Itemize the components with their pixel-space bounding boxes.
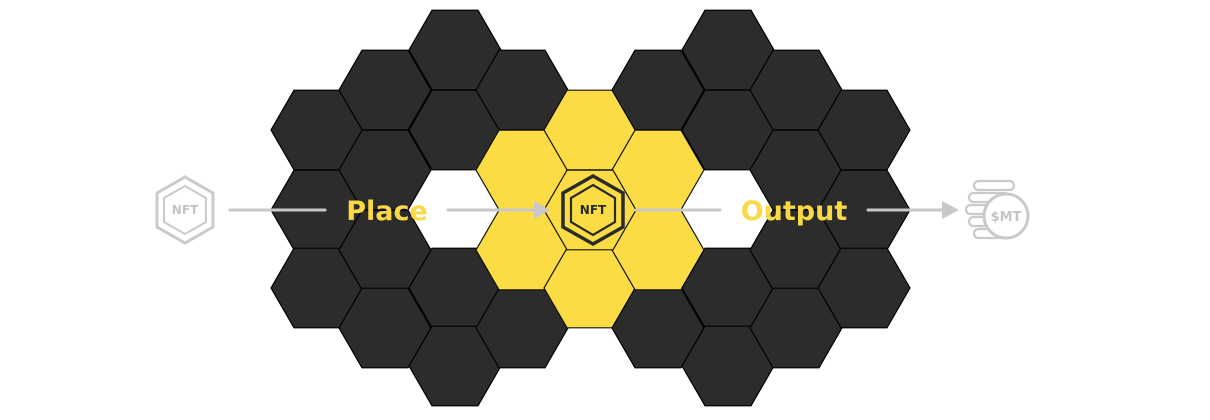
input-nft-icon: NFT — [155, 175, 215, 245]
hex-cluster — [270, 9, 911, 407]
coin-circle — [982, 192, 1030, 240]
input-nft-badge-inner — [163, 184, 207, 236]
flow-arrows — [228, 201, 959, 219]
dark-hex-cell-31 — [817, 247, 911, 329]
output-label: Output — [741, 196, 848, 227]
center-nft-badge-inner — [569, 183, 617, 237]
coin-text: $MT — [991, 210, 1022, 225]
place-label: Place — [346, 196, 428, 227]
input-nft-text: NFT — [172, 203, 199, 217]
coin-stack-icon: $MT — [964, 179, 1030, 240]
center-nft-badge-outline — [561, 173, 625, 247]
arrow-head-center — [534, 201, 550, 219]
dark-hex-cell-6 — [338, 287, 432, 369]
coin-stack-bar-1 — [972, 179, 1016, 192]
center-nft-text: NFT — [580, 203, 607, 217]
input-nft-badge-outline — [155, 175, 215, 245]
center-nft-icon: NFT — [561, 173, 625, 247]
arrow-head-coin — [942, 201, 959, 219]
